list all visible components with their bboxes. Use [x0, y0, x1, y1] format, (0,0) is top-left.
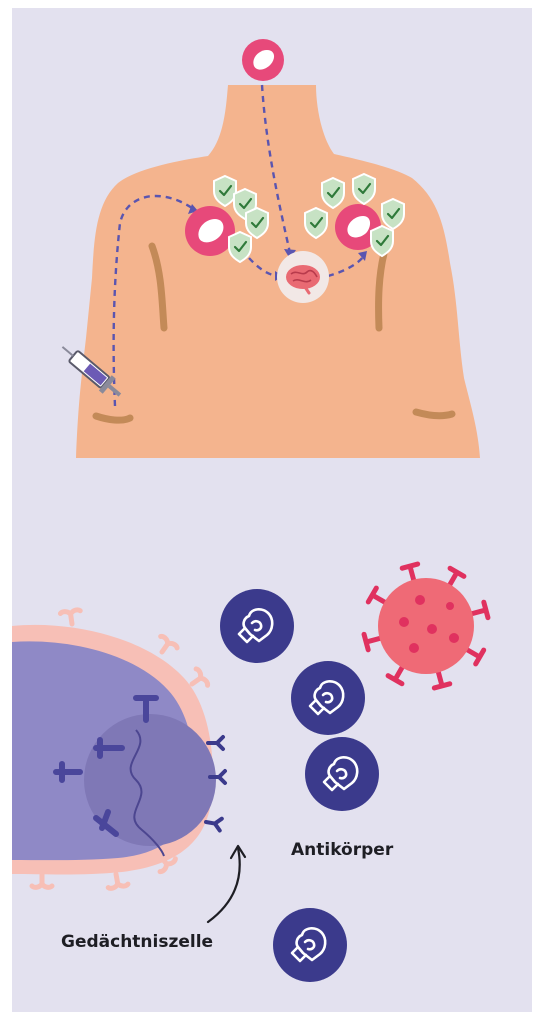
boxing-glove-icon	[305, 737, 379, 811]
memory-cell-pointer-arrow	[208, 846, 245, 922]
memory-cell-icon	[12, 609, 225, 888]
pathogen-icon	[185, 206, 235, 256]
pathogen-icon	[242, 39, 284, 81]
boxing-glove-icon	[291, 661, 365, 735]
brain-icon	[277, 251, 329, 303]
surface-receptor	[205, 816, 222, 830]
vaccination-diagram	[12, 8, 532, 1012]
boxing-glove-icon	[220, 589, 294, 663]
wrist-crease-left	[96, 416, 130, 420]
illustration-canvas: Antikörper Gedächtniszelle	[12, 8, 532, 1012]
boxing-glove-icon	[273, 908, 347, 982]
memory-cell-label: Gedächtniszelle	[61, 932, 213, 952]
virus-icon	[364, 564, 488, 688]
antibody-label: Antikörper	[291, 840, 393, 860]
wrist-crease-right	[416, 412, 452, 416]
